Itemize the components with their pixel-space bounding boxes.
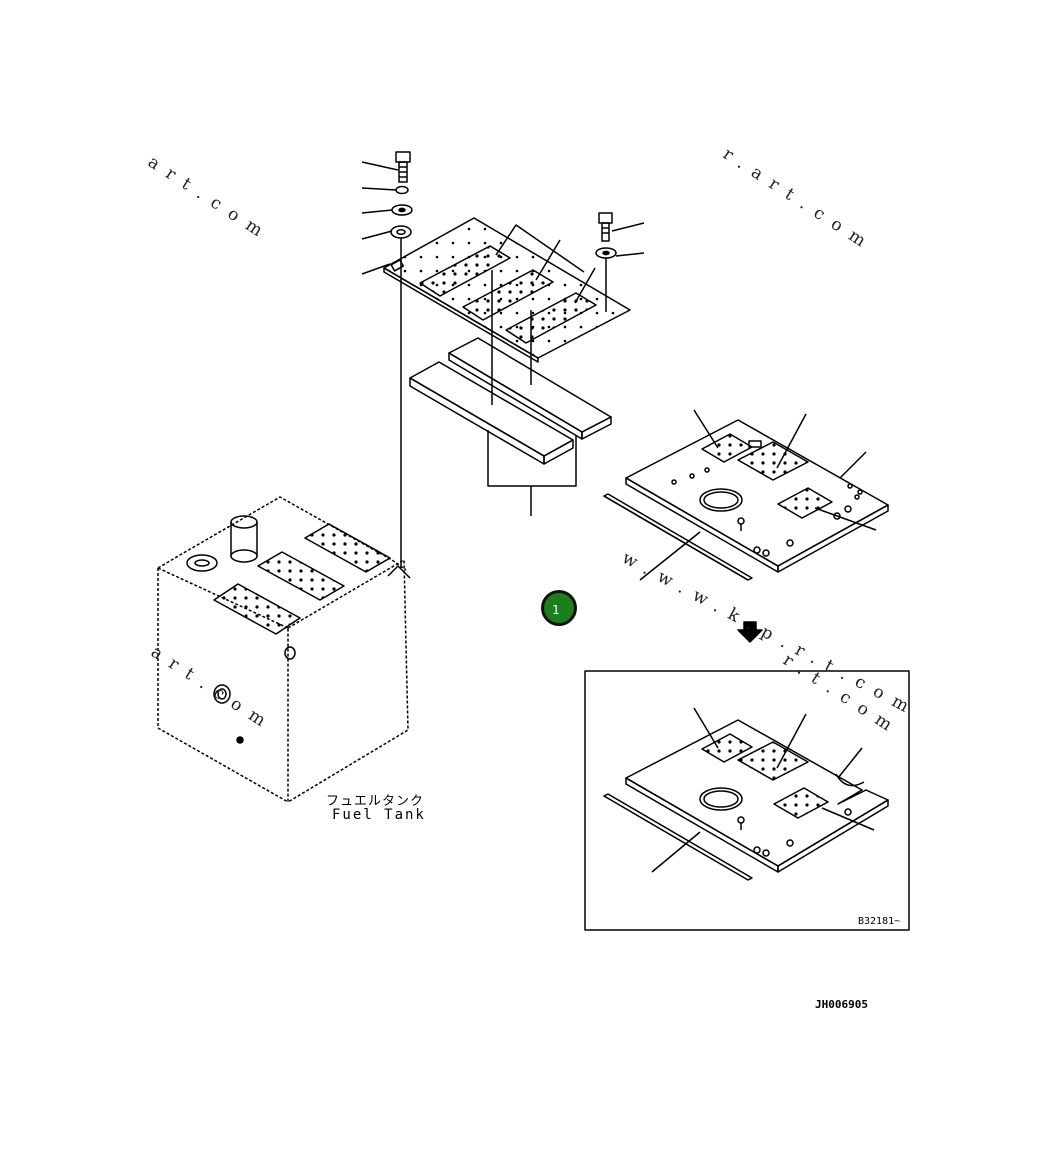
top-floor-plate bbox=[383, 217, 631, 405]
fuel-tank-label-jp: フュエルタンク bbox=[326, 794, 425, 809]
fuel-tank-details bbox=[186, 515, 411, 744]
fuel-tank bbox=[157, 496, 409, 803]
callout-marker[interactable]: 1 bbox=[541, 590, 577, 626]
callout-number: 1 bbox=[552, 603, 560, 617]
fuel-tank-label-en: Fuel Tank bbox=[332, 807, 426, 823]
bolt-washer-stack-right bbox=[595, 212, 645, 312]
drawing-code-label: JH006905 bbox=[815, 998, 868, 1011]
view-arrow-icon bbox=[737, 621, 763, 643]
bolt-washer-stack-left bbox=[361, 151, 413, 568]
detail-inset bbox=[584, 670, 910, 931]
cab-floor-plate bbox=[603, 409, 889, 581]
detail-code-label: B32181~ bbox=[858, 916, 901, 927]
rubber-pads bbox=[409, 337, 612, 516]
